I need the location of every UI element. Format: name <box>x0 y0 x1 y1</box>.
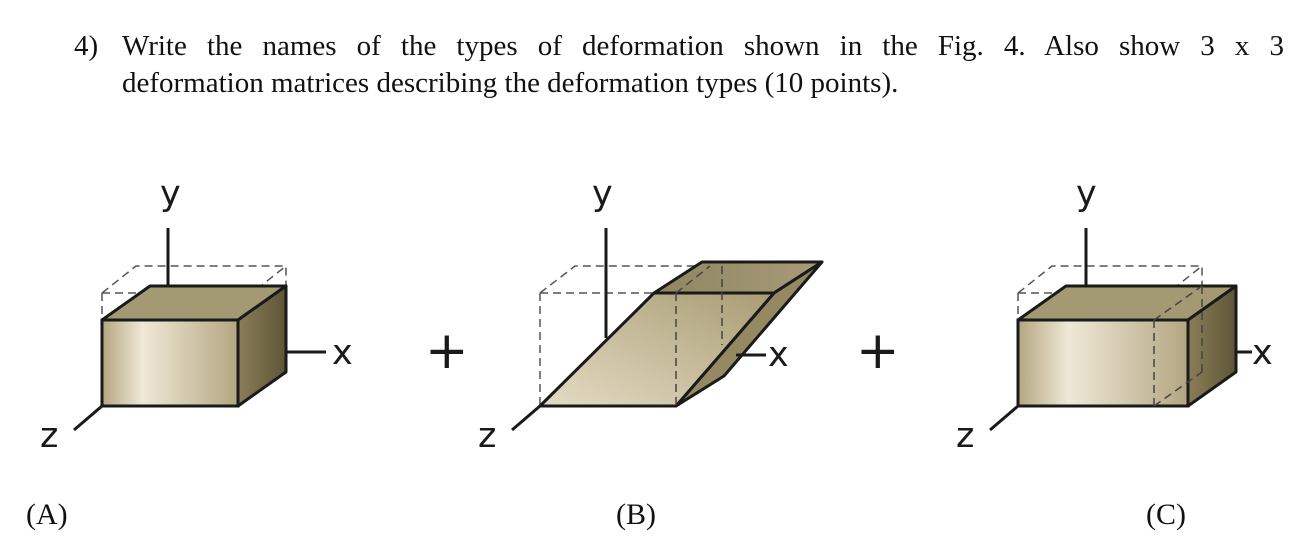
panel-b: y x z <box>478 174 824 456</box>
question-line-2: deformation matrices describing the defo… <box>122 67 899 99</box>
panel-a-z-axis <box>73 404 103 432</box>
panel-c-y-label: y <box>1076 174 1097 214</box>
plus-operator-2: + <box>856 321 900 381</box>
panel-c-x-label: x <box>1252 333 1273 373</box>
panel-b-y-label: y <box>592 174 613 214</box>
caption-c: (C) <box>1146 498 1186 531</box>
plus-operator-1: + <box>425 321 469 381</box>
panel-a-z-label: z <box>40 416 58 456</box>
panel-a: y x z <box>40 174 353 456</box>
question-line-1: Write the names of the types of deformat… <box>122 30 1284 62</box>
panel-a-x-label: x <box>332 333 353 373</box>
question-number: 4) <box>74 30 99 62</box>
caption-a: (A) <box>26 498 68 531</box>
panel-c-front-face <box>1016 318 1190 408</box>
panel-a-front-face <box>100 318 240 408</box>
panel-c-z-label: z <box>956 416 974 456</box>
panel-b-z-axis <box>511 404 541 432</box>
panel-c: y x z <box>956 174 1273 456</box>
caption-b: (B) <box>616 498 656 531</box>
panel-c-z-axis <box>989 404 1019 432</box>
panel-b-z-label: z <box>478 416 496 456</box>
panel-a-y-label: y <box>160 174 181 214</box>
panel-b-front-face <box>538 291 776 408</box>
panel-b-x-label: x <box>768 335 789 375</box>
